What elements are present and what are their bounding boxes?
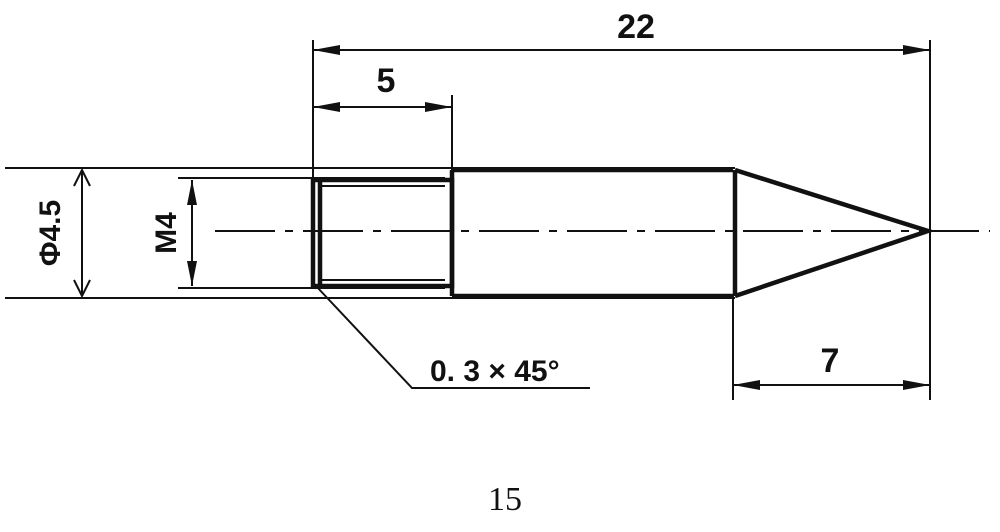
chamfer-label: 0. 3 × 45° [430,355,560,388]
extension-lines [5,40,931,400]
thread-length-label: 5 [377,62,396,100]
outer-diameter-label: Φ4.5 [34,200,67,266]
figure-number: 15 [488,481,522,518]
dimension-outer-diameter: Φ4.5 [34,167,91,299]
chamfer-callout: 0. 3 × 45° [315,285,590,389]
dimension-cone-length: 7 [733,342,930,390]
dimension-thread-length: 5 [313,62,452,112]
thread-label: M4 [150,212,183,254]
overall-length-label: 22 [617,8,655,46]
cone-length-label: 7 [821,342,840,380]
part-body [310,167,936,299]
dimension-overall-length: 22 [313,8,930,55]
dimension-thread: M4 [150,180,197,286]
